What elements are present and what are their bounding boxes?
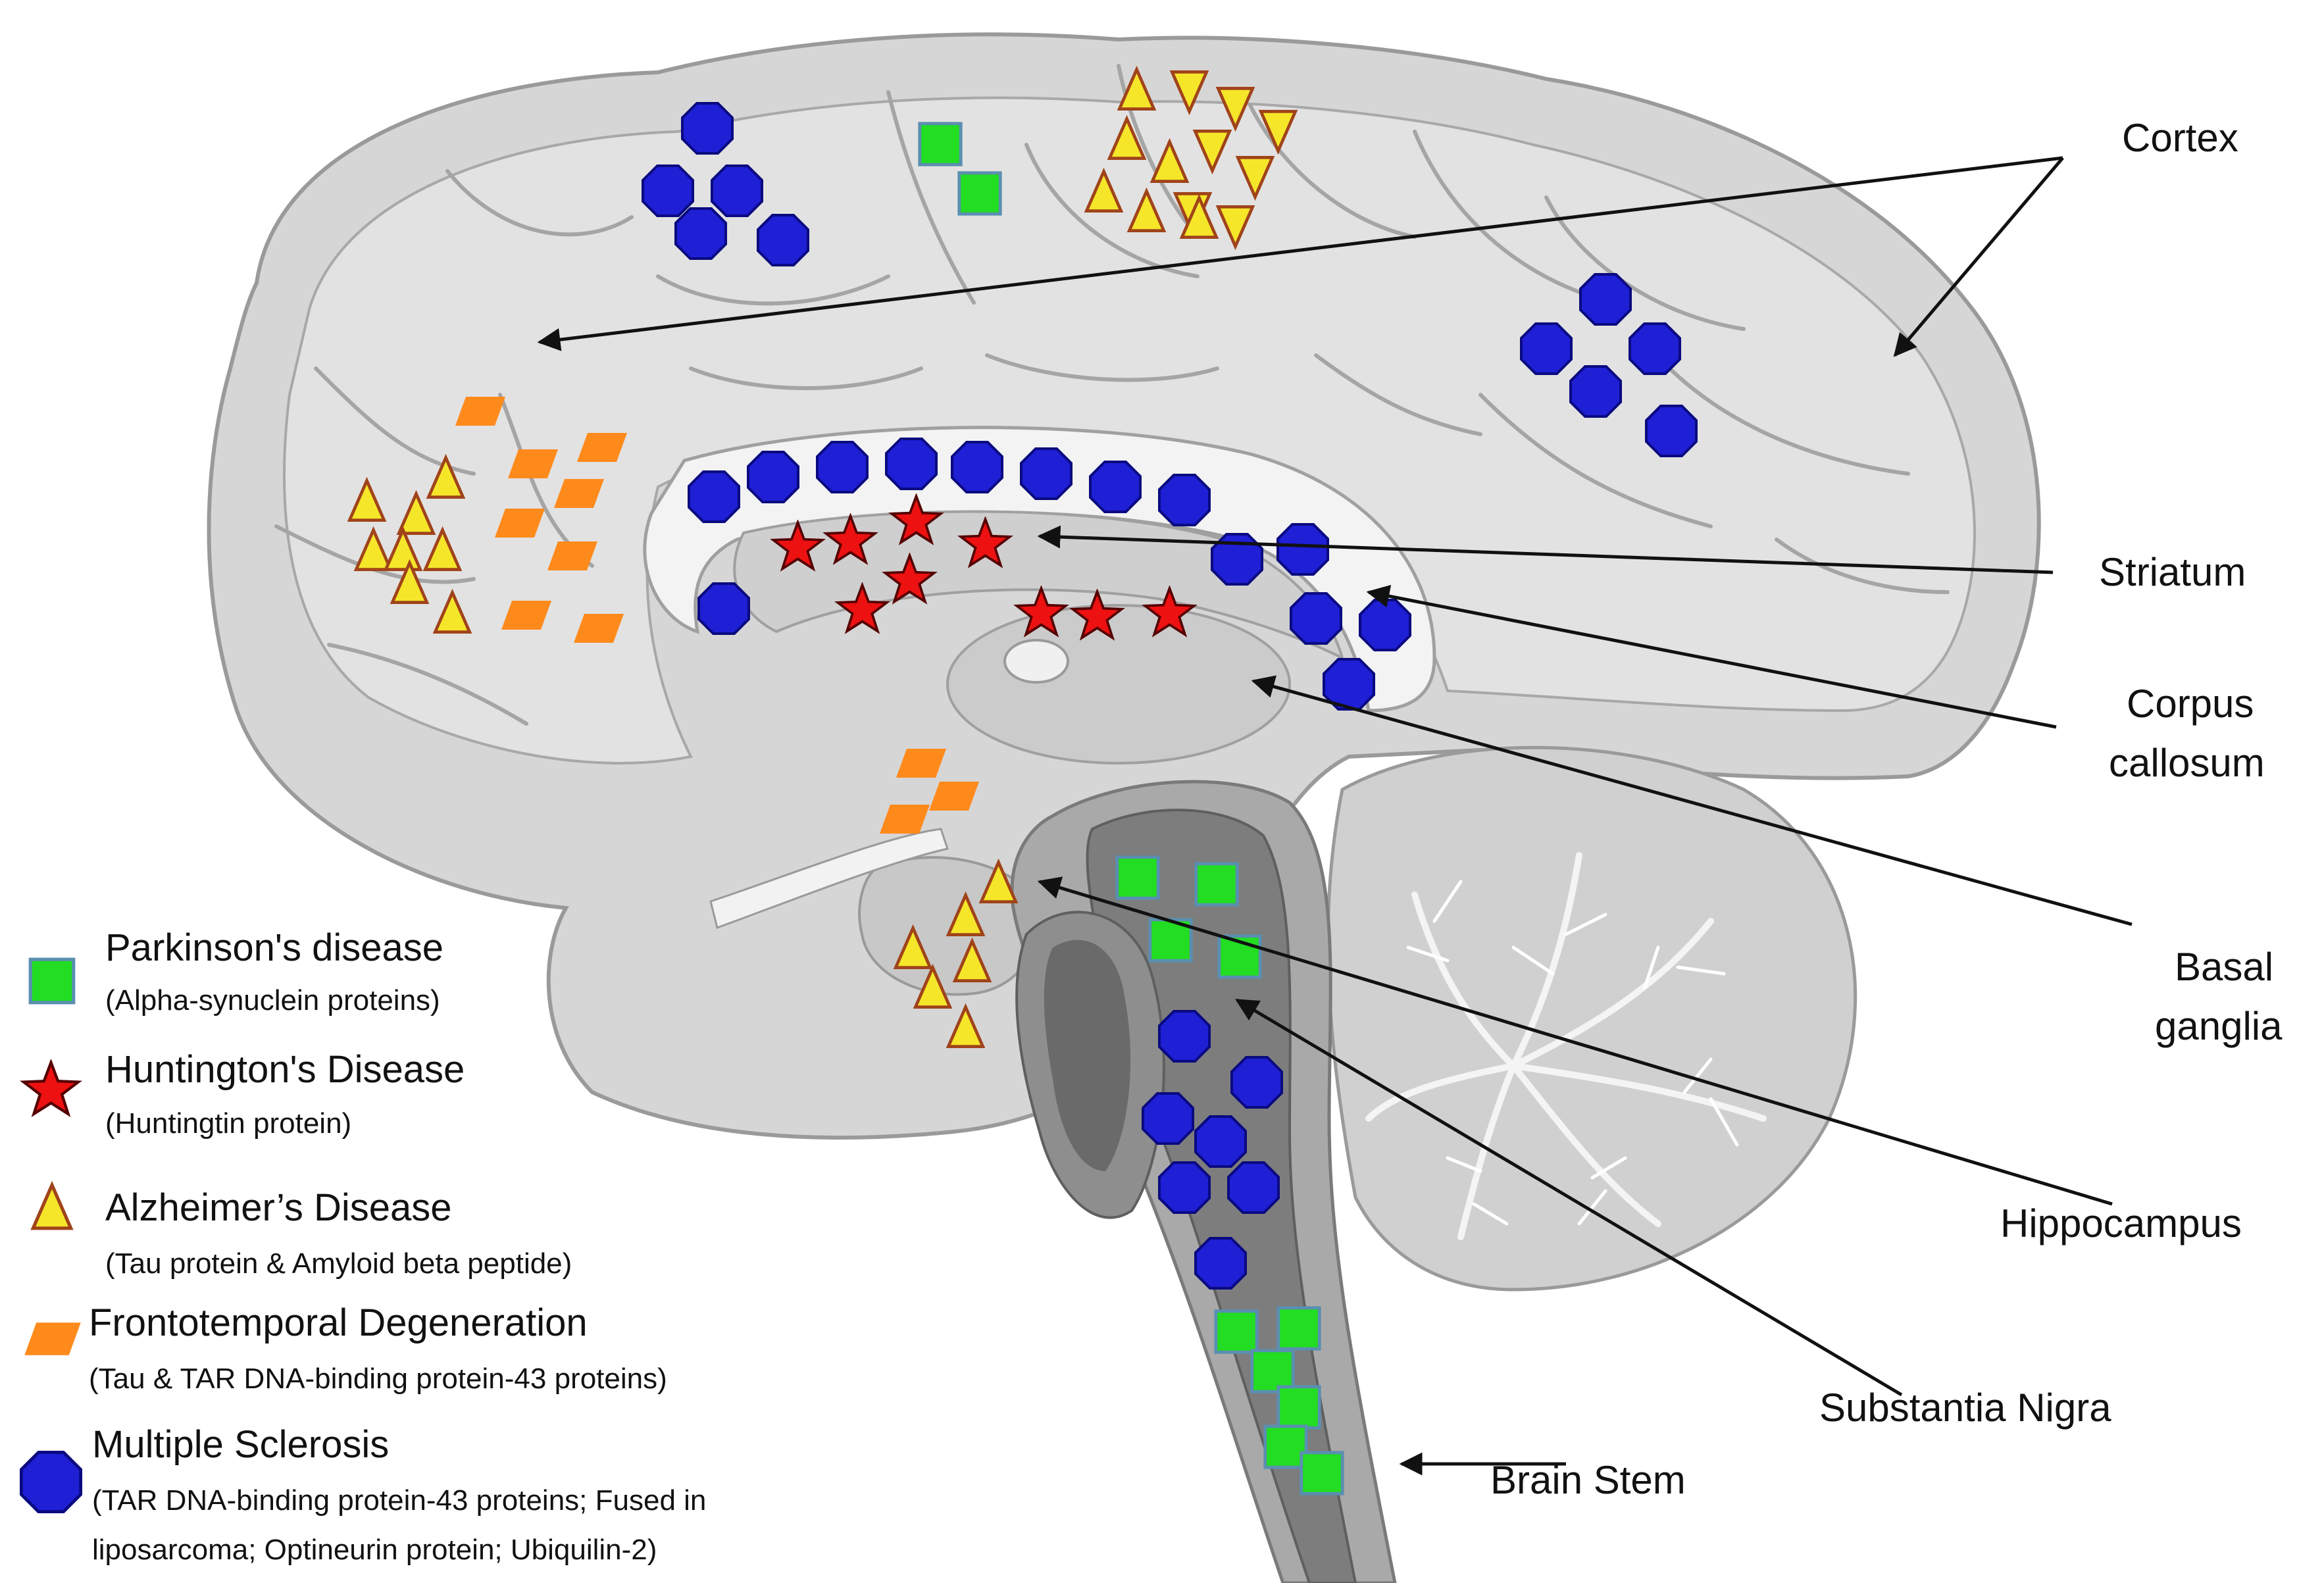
cerebellum <box>1326 745 1857 1292</box>
brain-illustration <box>207 32 2041 1583</box>
red-star-icon <box>24 1063 78 1114</box>
ms-marker <box>1230 1056 1283 1109</box>
blue-octagon-icon <box>21 1452 80 1511</box>
cortex-arrow-left <box>537 156 2063 351</box>
orange-parallelogram-icon <box>24 1322 81 1355</box>
basal-ganglia-label-2: ganglia <box>2155 1004 2283 1048</box>
ms-marker <box>1645 405 1698 457</box>
pd-marker <box>1196 864 1237 905</box>
ms-marker <box>747 451 799 503</box>
cortex-arrow-right <box>1893 157 2064 357</box>
ms-marker <box>1158 474 1211 526</box>
ms-marker <box>697 582 750 635</box>
hippocampus-arrow <box>1037 876 2113 1206</box>
legend-subtitle: (Huntingtin protein) <box>105 1107 351 1140</box>
striatum-label: Striatum <box>2099 550 2246 594</box>
ms-marker <box>885 438 938 490</box>
ms-marker <box>1158 1010 1211 1063</box>
brain-stem-label: Brain Stem <box>1490 1458 1686 1502</box>
corpus-callosum-label-1: Corpus <box>2127 682 2254 726</box>
pons-inner <box>1044 940 1131 1171</box>
ms-marker <box>1089 461 1142 513</box>
ms-marker <box>951 441 1003 493</box>
pd-marker <box>920 124 961 164</box>
pd-marker <box>959 173 1000 214</box>
legend-title: Alzheimer’s Disease <box>105 1186 452 1229</box>
legend-item-huntingtons: Huntington's Disease (Huntingtin protein… <box>24 1048 465 1140</box>
hippocampus-label: Hippocampus <box>2000 1201 2242 1245</box>
corpus-callosum-label-2: callosum <box>2109 741 2265 785</box>
cortex-surface <box>283 96 1976 765</box>
ms-marker <box>1020 447 1073 500</box>
ms-marker <box>1579 273 1632 326</box>
ms-marker <box>1520 322 1573 375</box>
legend: Parkinson's disease (Alpha-synuclein pro… <box>21 926 706 1566</box>
ms-marker <box>642 164 694 217</box>
legend-item-alzheimers: Alzheimer’s Disease (Tau protein & Amylo… <box>33 1185 572 1280</box>
basal-ganglia-arrow <box>1251 675 2133 926</box>
ms-marker <box>1227 1161 1280 1214</box>
legend-title: Frontotemporal Degeneration <box>89 1301 588 1344</box>
substantia-nigra-label: Substantia Nigra <box>1819 1386 2111 1430</box>
ms-marker <box>1142 1092 1194 1145</box>
legend-subtitle: (Tau & TAR DNA-binding protein-43 protei… <box>89 1363 667 1395</box>
ms-marker <box>1194 1237 1247 1290</box>
midbrain-canal <box>709 828 949 929</box>
pd-marker <box>1216 1311 1257 1352</box>
ms-marker <box>1569 365 1622 418</box>
ms-marker <box>1194 1115 1247 1168</box>
legend-title: Multiple Sclerosis <box>92 1423 389 1466</box>
sulci-lines <box>274 64 1950 726</box>
ms-marker <box>1359 599 1411 651</box>
legend-title: Parkinson's disease <box>105 926 443 969</box>
pd-marker <box>1301 1453 1342 1494</box>
legend-item-parkinsons: Parkinson's disease (Alpha-synuclein pro… <box>30 926 443 1017</box>
substantia-nigra-arrow <box>1234 998 1903 1397</box>
legend-subtitle: (TAR DNA-binding protein-43 proteins; Fu… <box>92 1484 706 1517</box>
legend-item-ftd: Frontotemporal Degeneration (Tau & TAR D… <box>24 1301 667 1395</box>
ms-marker <box>1276 523 1329 576</box>
pd-marker <box>1117 857 1158 898</box>
ms-marker <box>1290 592 1342 645</box>
interthalamic-adhesion <box>1003 639 1069 684</box>
pd-marker <box>1278 1308 1319 1349</box>
green-square-icon <box>30 959 74 1003</box>
cortex-label: Cortex <box>2122 116 2238 160</box>
legend-subtitle: (Tau protein & Amyloid beta peptide) <box>105 1247 572 1280</box>
pointer-arrows <box>537 156 2133 1476</box>
legend-title: Huntington's Disease <box>105 1048 465 1091</box>
lateral-ventricle <box>733 510 1345 661</box>
ms-marker <box>711 164 763 217</box>
striatum-arrow <box>1037 525 2054 574</box>
ms-marker <box>816 441 869 493</box>
thalamus <box>946 604 1291 765</box>
ms-marker <box>1158 1161 1211 1214</box>
ms-marker <box>681 102 734 155</box>
legend-subtitle-2: liposarcoma; Optineurin protein; Ubiquil… <box>92 1534 657 1566</box>
yellow-triangle-icon <box>33 1185 70 1228</box>
basal-ganglia-label-1: Basal <box>2175 945 2273 989</box>
ms-marker <box>757 214 809 266</box>
region-labels: Cortex Striatum Corpus callosum Basal ga… <box>1490 116 2283 1502</box>
corpus-callosum <box>643 426 1436 713</box>
pd-marker <box>1278 1387 1319 1428</box>
corpus-callosum-arrow <box>1366 584 2057 729</box>
ms-marker <box>688 470 740 523</box>
legend-subtitle: (Alpha-synuclein proteins) <box>105 984 440 1017</box>
ms-marker <box>1629 322 1681 375</box>
ms-marker <box>674 207 727 260</box>
legend-item-ms: Multiple Sclerosis (TAR DNA-binding prot… <box>21 1423 706 1566</box>
